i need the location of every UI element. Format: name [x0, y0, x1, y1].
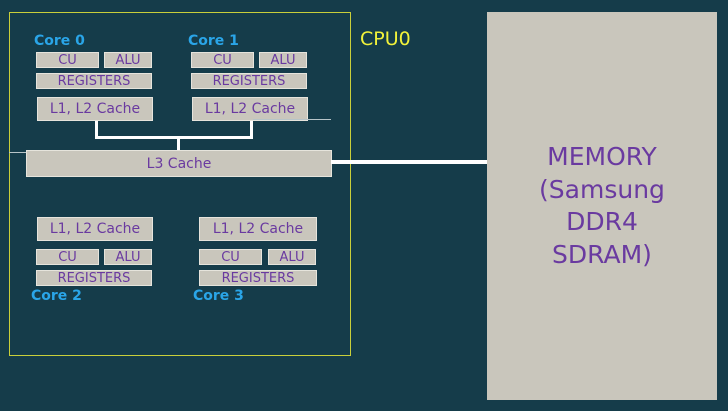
- core-3-registers-box: REGISTERS: [199, 270, 317, 286]
- core-1-cu-box: CU: [191, 52, 254, 68]
- l3-cache-box: L3 Cache: [26, 150, 332, 177]
- l3-left-guide-line: [9, 152, 27, 153]
- core-2-cu-box: CU: [36, 249, 99, 265]
- cache-bus-to-l3: [177, 136, 180, 151]
- core-1-registers-box: REGISTERS: [191, 73, 307, 89]
- core-0-cache-box: L1, L2 Cache: [37, 97, 153, 121]
- cache-bus-horizontal: [95, 136, 253, 139]
- core-2-cache-box: L1, L2 Cache: [37, 217, 153, 241]
- cache-level-guide-line: [253, 119, 331, 120]
- core-0-cache-connector: [95, 121, 98, 138]
- memory-label-line-2: (Samsung: [539, 174, 665, 204]
- core-0-registers-box: REGISTERS: [36, 73, 152, 89]
- core-3-cache-box: L1, L2 Cache: [199, 217, 317, 241]
- core-0-cu-box: CU: [36, 52, 99, 68]
- core-1-cache-box: L1, L2 Cache: [192, 97, 308, 121]
- memory-label-line-4: SDRAM): [552, 239, 652, 269]
- memory-label-line-1: MEMORY: [547, 142, 657, 171]
- core-0-label: Core 0: [34, 33, 85, 49]
- core-3-alu-box: ALU: [268, 249, 316, 265]
- memory-module-box: MEMORY (Samsung DDR4 SDRAM): [487, 12, 717, 400]
- core-2-registers-box: REGISTERS: [36, 270, 152, 286]
- cpu-label: CPU0: [360, 28, 411, 50]
- core-2-label: Core 2: [31, 288, 82, 304]
- core-1-cache-connector: [250, 121, 253, 138]
- cpu-package-frame: [9, 12, 351, 356]
- core-3-label: Core 3: [193, 288, 244, 304]
- core-2-alu-box: ALU: [104, 249, 152, 265]
- core-0-alu-box: ALU: [104, 52, 152, 68]
- core-3-cu-box: CU: [199, 249, 262, 265]
- core-1-label: Core 1: [188, 33, 239, 49]
- core-1-alu-box: ALU: [259, 52, 307, 68]
- memory-label-line-3: DDR4: [566, 207, 638, 236]
- memory-bus-connector: [331, 160, 488, 164]
